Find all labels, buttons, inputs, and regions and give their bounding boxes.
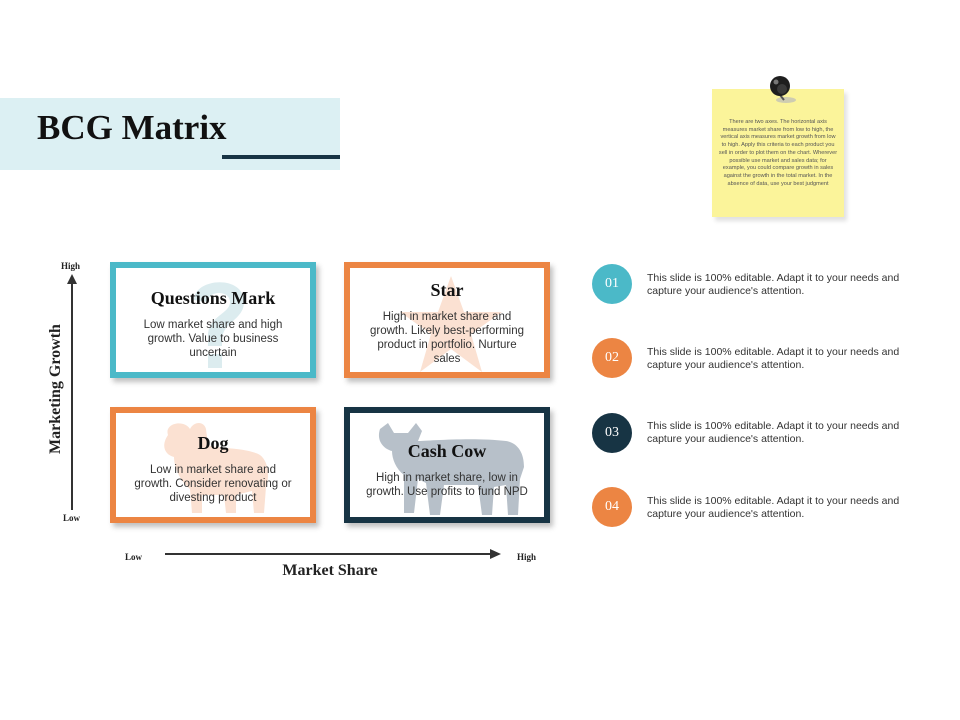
quadrant-question-mark-text: Low market share and high growth. Value … [143,319,283,359]
quadrant-star: Star High in market share and growth. Li… [344,262,550,378]
item-text: This slide is 100% editable. Adapt it to… [647,420,900,445]
item-text: This slide is 100% editable. Adapt it to… [647,495,900,520]
quadrant-cash-cow-title: Cash Cow [407,441,487,461]
item-text: This slide is 100% editable. Adapt it to… [647,272,900,297]
item-number-badge: 02 [592,338,632,378]
item-number-badge: 01 [592,264,632,304]
x-axis-arrow [165,549,501,559]
cow-icon [378,423,524,515]
quadrant-question-mark-title: Questions Mark [150,288,276,308]
page-title: BCG Matrix [37,108,227,147]
sticky-note-text: There are two axes. The horizontal axis … [718,119,838,187]
y-axis-high-label: High [61,261,81,271]
quadrant-question-mark: Questions Mark Low market share and high… [110,262,316,378]
x-axis-title: Market Share [282,562,378,579]
quadrant-star-title: Star [430,280,464,300]
item-number-badge: 03 [592,413,632,453]
y-axis-low-label: Low [63,513,81,523]
sticky-note: There are two axes. The horizontal axis … [712,89,844,217]
quadrant-cash-cow-text: High in market share, low in growth. Use… [366,472,528,498]
x-axis-high-label: High [517,552,537,562]
y-axis-arrow [67,274,77,510]
item-text: This slide is 100% editable. Adapt it to… [647,346,900,371]
quadrant-dog-text: Low in market share and growth. Consider… [134,464,292,504]
item-number-badge: 04 [592,487,632,527]
x-axis-low-label: Low [125,552,143,562]
quadrant-star-text: High in market share and growth. Likely … [369,311,525,365]
quadrant-dog-title: Dog [197,433,229,453]
quadrant-cash-cow: Cash Cow High in market share, low in gr… [344,407,550,523]
title-underline [222,155,340,159]
y-axis-title: Marketing Growth [47,324,64,454]
pushpin-icon [770,76,796,103]
quadrant-dog: Dog Low in market share and growth. Cons… [110,407,316,523]
